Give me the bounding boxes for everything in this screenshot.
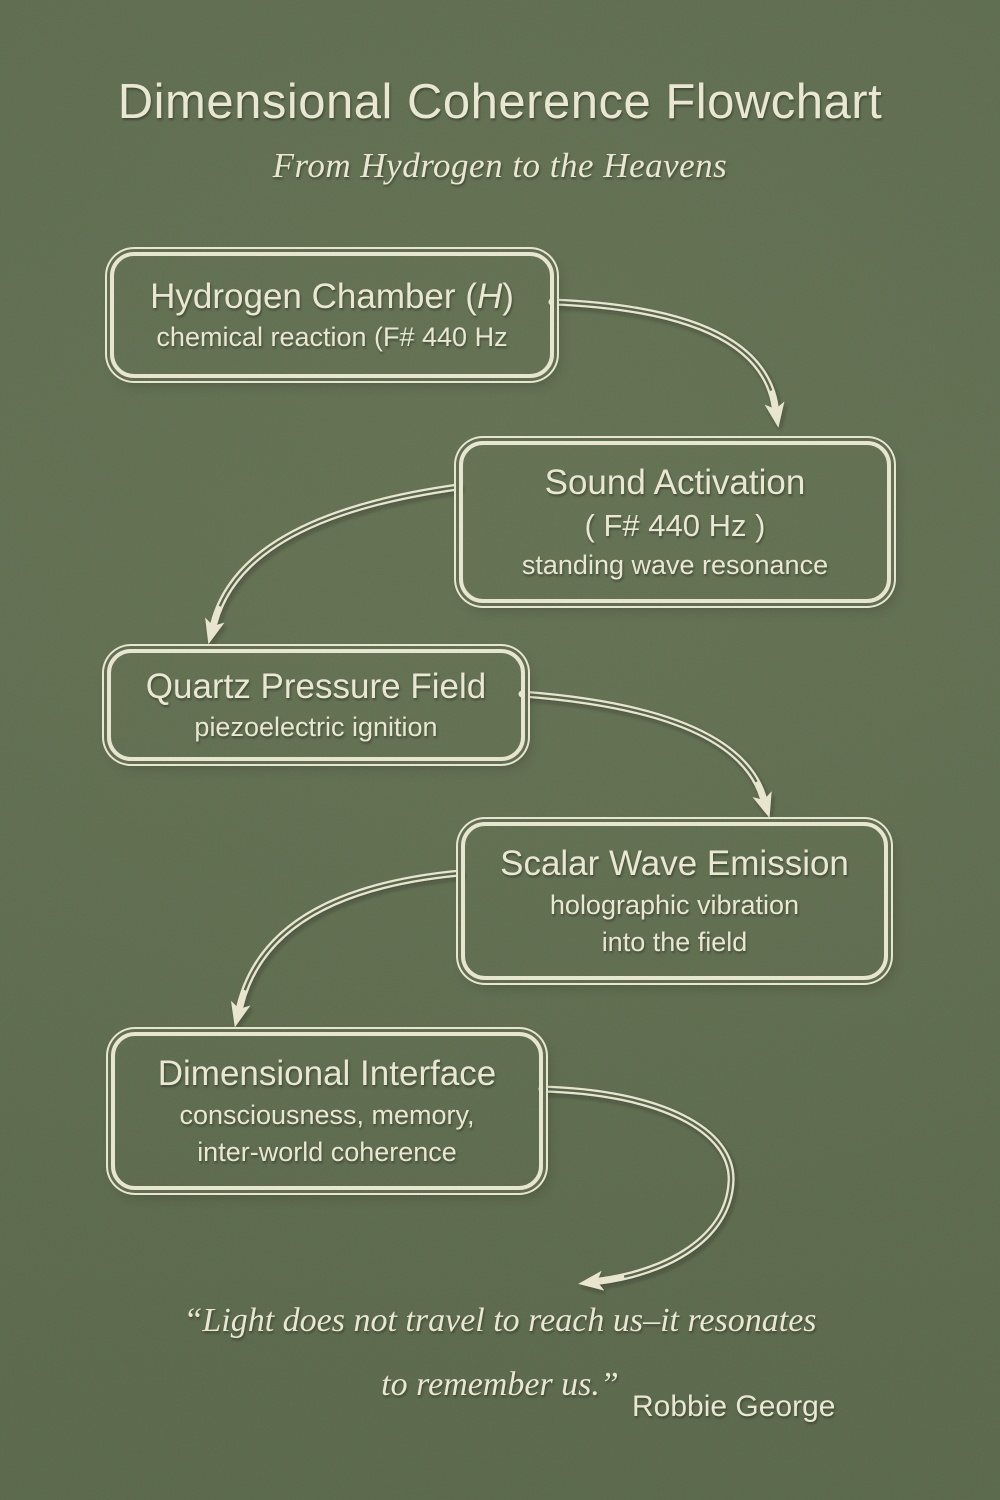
node-scalar-wave-emission-subtitle-1: holographic vibration — [549, 889, 800, 920]
node-sound-activation-frequency: ( F# 440 Hz ) — [584, 508, 766, 544]
node-hydrogen-chamber-title: Hydrogen Chamber (H) — [150, 276, 514, 316]
node-sound-activation: Sound Activation ( F# 440 Hz ) standing … — [459, 441, 891, 603]
node-quartz-pressure-field-title: Quartz Pressure Field — [145, 666, 487, 706]
node-scalar-wave-emission-subtitle-2: into the field — [601, 926, 748, 957]
arrow-dimensional-to-quote — [538, 1085, 735, 1291]
node-dimensional-interface-title: Dimensional Interface — [157, 1054, 497, 1093]
node-quartz-pressure-field-subtitle: piezoelectric ignition — [194, 712, 438, 743]
node-dimensional-interface-subtitle-2: inter-world coherence — [197, 1136, 457, 1167]
quote-attribution: Robbie George — [632, 1390, 836, 1423]
node-sound-activation-title: Sound Activation — [544, 462, 806, 502]
node-dimensional-interface-subtitle-1: consciousness, memory, — [179, 1099, 475, 1130]
page-subtitle: From Hydrogen to the Heavens — [272, 146, 728, 185]
page-title: Dimensional Coherence Flowchart — [117, 75, 883, 129]
quote-line-2: to remember us.” — [381, 1366, 619, 1403]
arrow-scalar-to-dimensional — [230, 869, 464, 1028]
arrow-sound-to-quartz — [205, 483, 462, 645]
node-hydrogen-chamber-subtitle: chemical reaction (F# 440 Hz — [156, 322, 508, 353]
node-dimensional-interface: Dimensional Interface consciousness, mem… — [111, 1032, 543, 1190]
quote-line-1: “Light does not travel to reach us–it re… — [183, 1302, 817, 1339]
node-quartz-pressure-field: Quartz Pressure Field piezoelectric igni… — [107, 649, 525, 761]
arrow-hydrogen-to-sound — [548, 298, 785, 428]
node-scalar-wave-emission-title: Scalar Wave Emission — [500, 844, 849, 883]
arrow-quartz-to-scalar — [518, 690, 772, 819]
node-scalar-wave-emission: Scalar Wave Emission holographic vibrati… — [461, 822, 888, 980]
node-sound-activation-subtitle: standing wave resonance — [521, 550, 829, 581]
node-hydrogen-chamber: Hydrogen Chamber (H) chemical reaction (… — [110, 252, 554, 378]
